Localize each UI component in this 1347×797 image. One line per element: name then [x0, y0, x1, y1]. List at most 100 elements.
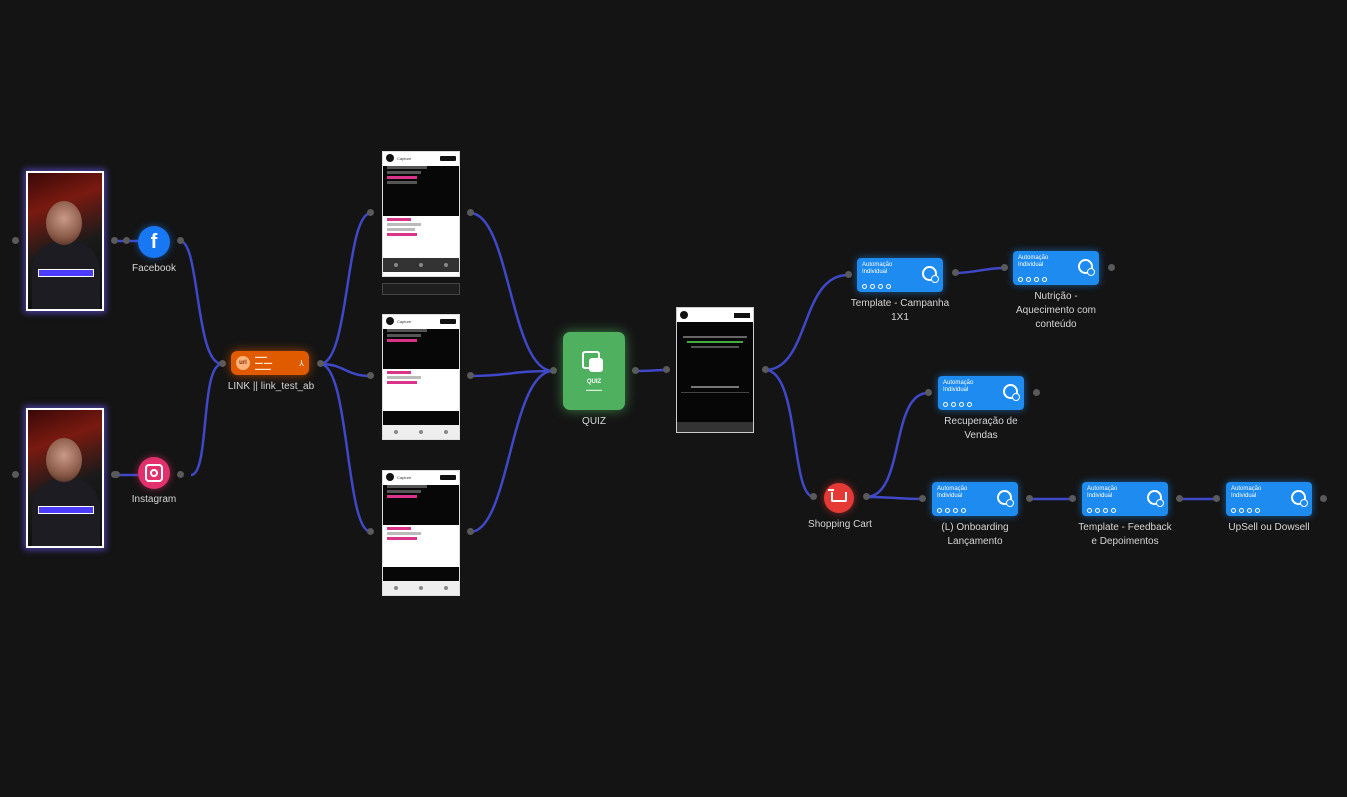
connector-dot[interactable] [367, 209, 374, 216]
whatsapp-icon [1231, 508, 1236, 513]
whatsapp-icon [1087, 508, 1092, 513]
checkout-logo [680, 311, 688, 319]
automation-node-upsell[interactable]: Automação Individual [1226, 482, 1312, 516]
whatsapp-icon [862, 284, 867, 289]
automation-history-icon [997, 490, 1014, 507]
connector-dot[interactable] [1176, 495, 1183, 502]
automation-history-icon [1078, 259, 1095, 276]
shopping-cart-label: Shopping Cart [808, 519, 872, 530]
sms-icon [959, 402, 964, 407]
page-url-field[interactable] [382, 283, 460, 295]
video-caption [38, 506, 94, 514]
instagram-icon[interactable] [138, 457, 170, 489]
connector-dot[interactable] [317, 360, 324, 367]
connector-dot[interactable] [1320, 495, 1327, 502]
email-icon [1026, 277, 1031, 282]
facebook-label: Facebook [132, 263, 176, 274]
landing-page-card[interactable]: Capture [382, 151, 460, 277]
video-person-face [46, 201, 82, 245]
whatsapp-icon [943, 402, 948, 407]
page-header-button [440, 318, 456, 324]
automation-node-feedback[interactable]: Automação Individual [1082, 482, 1168, 516]
connector-dot[interactable] [1213, 495, 1220, 502]
video-thumbnail-facebook[interactable] [26, 171, 104, 311]
whatsapp-icon [1018, 277, 1023, 282]
link-node-details: ▬▬▬▬▬ ▬▬▬▬▬▬ [255, 354, 273, 371]
page-header-button [440, 155, 456, 161]
automation-title: Automação Individual [943, 380, 974, 393]
link-node-icon: url [236, 356, 250, 370]
automation-node-nutricao[interactable]: Automação Individual [1013, 251, 1099, 285]
automation-channels [1087, 508, 1116, 513]
connector-dot[interactable] [12, 471, 19, 478]
automation-label: (L) Onboarding Lançamento [941, 522, 1009, 547]
checkout-header-button [734, 312, 750, 318]
facebook-icon[interactable]: f [138, 226, 170, 258]
connector-dot[interactable] [952, 269, 959, 276]
connector-dot[interactable] [845, 271, 852, 278]
sms-icon [878, 284, 883, 289]
quiz-node[interactable]: QUIZ ▬▬▬▬ [563, 332, 625, 410]
page-name: Capture [397, 474, 412, 480]
phone-icon [1042, 277, 1047, 282]
automation-title: Automação Individual [937, 486, 968, 499]
video-caption [38, 269, 94, 277]
connector-dot[interactable] [762, 366, 769, 373]
connector-dot[interactable] [113, 471, 120, 478]
connector-dot[interactable] [467, 372, 474, 379]
connector-dot[interactable] [1033, 389, 1040, 396]
quiz-label: QUIZ [582, 416, 606, 427]
automation-label: Recuperação de Vendas [944, 416, 1018, 441]
automation-history-icon [1147, 490, 1164, 507]
connector-dot[interactable] [1001, 264, 1008, 271]
connector-dot[interactable] [12, 237, 19, 244]
connector-dot[interactable] [367, 372, 374, 379]
landing-page-card[interactable]: Capture [382, 314, 460, 440]
connector-dot[interactable] [177, 237, 184, 244]
connector-dot[interactable] [219, 360, 226, 367]
connector-dot[interactable] [123, 237, 130, 244]
automation-title: Automação Individual [862, 262, 893, 275]
connector-dot[interactable] [1069, 495, 1076, 502]
connector-dot[interactable] [925, 389, 932, 396]
sms-icon [1034, 277, 1039, 282]
automation-label: UpSell ou Dowsell [1228, 522, 1310, 533]
automation-node-recuperacao[interactable]: Automação Individual [938, 376, 1024, 410]
sms-icon [1247, 508, 1252, 513]
automation-title: Automação Individual [1087, 486, 1118, 499]
phone-icon [967, 402, 972, 407]
connector-dot[interactable] [177, 471, 184, 478]
connector-dot[interactable] [467, 209, 474, 216]
automation-node-template-campanha[interactable]: Automação Individual [857, 258, 943, 292]
automation-history-icon [1003, 384, 1020, 401]
connector-dot[interactable] [632, 367, 639, 374]
sms-icon [1103, 508, 1108, 513]
automation-label: Template - Campanha 1X1 [850, 298, 950, 323]
video-person-face [46, 438, 82, 482]
connector-dot[interactable] [467, 528, 474, 535]
page-name: Capture [397, 318, 412, 324]
instagram-label: Instagram [131, 494, 177, 505]
connector-dot[interactable] [863, 493, 870, 500]
connector-dot[interactable] [663, 366, 670, 373]
connector-dot[interactable] [367, 528, 374, 535]
connector-dot[interactable] [550, 367, 557, 374]
connector-dot[interactable] [810, 493, 817, 500]
automation-node-onboarding[interactable]: Automação Individual [932, 482, 1018, 516]
shopping-cart-icon[interactable] [824, 483, 854, 513]
checkout-page-card[interactable] [676, 307, 754, 433]
video-thumbnail-instagram[interactable] [26, 408, 104, 548]
connector-dot[interactable] [111, 237, 118, 244]
automation-title: Automação Individual [1231, 486, 1262, 499]
sms-icon [953, 508, 958, 513]
connector-dot[interactable] [919, 495, 926, 502]
link-node-label: LINK || link_test_ab [227, 381, 315, 392]
link-node[interactable]: url ▬▬▬▬▬ ▬▬▬▬▬▬ ⅄ [231, 351, 309, 375]
connector-dot[interactable] [1026, 495, 1033, 502]
email-icon [945, 508, 950, 513]
landing-page-card[interactable]: Capture [382, 470, 460, 596]
automation-channels [1018, 277, 1047, 282]
page-logo [386, 473, 394, 481]
connector-dot[interactable] [1108, 264, 1115, 271]
